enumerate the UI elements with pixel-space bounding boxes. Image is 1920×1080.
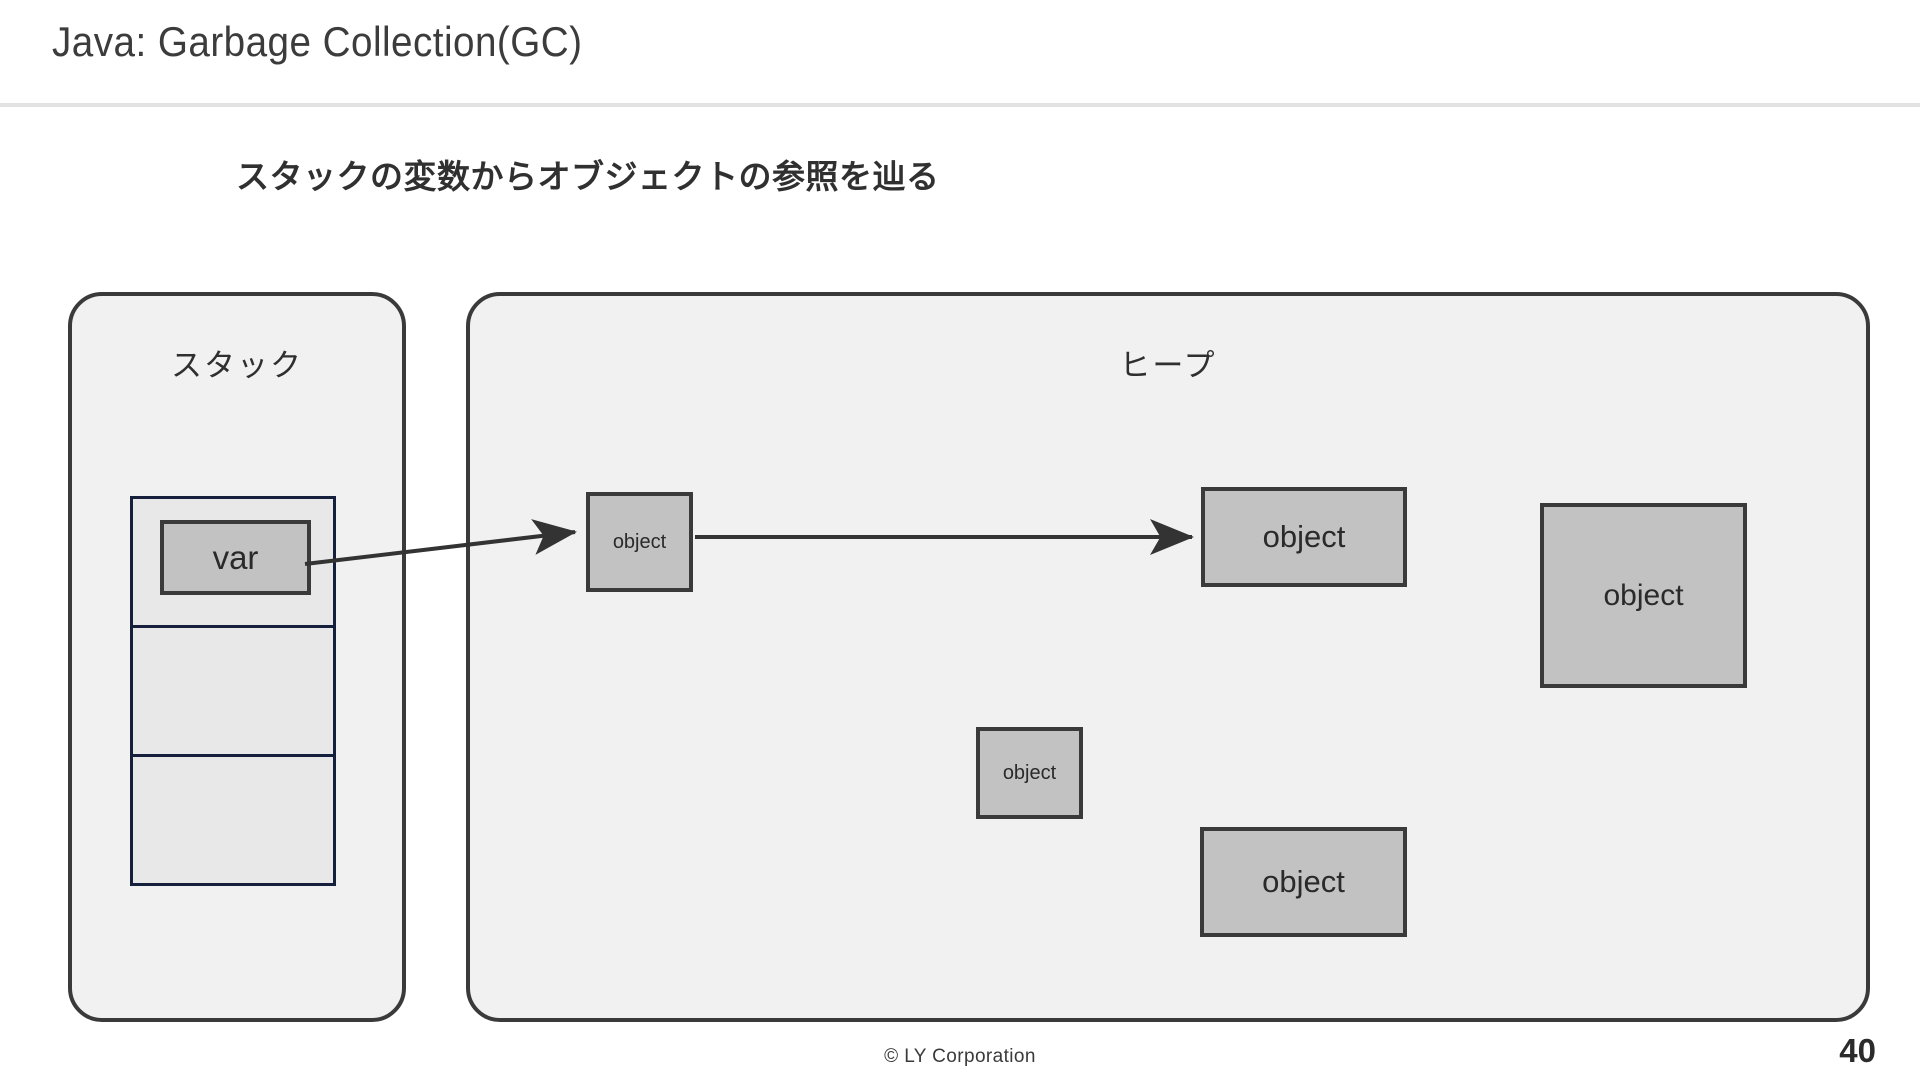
heap-object-c[interactable]: object [1540,503,1747,688]
stack-frame-slot-3 [133,757,333,883]
heap-object-b[interactable]: object [1201,487,1407,587]
footer-copyright: © LY Corporation [884,1046,1036,1067]
stack-frame-slot-2 [133,628,333,757]
stack-frame-slot-1: var [133,499,333,628]
slide-subtitle: スタックの変数からオブジェクトの参照を辿る [236,158,940,195]
heap-object-a[interactable]: object [586,492,693,592]
stack-frame-table: var [130,496,336,886]
stack-region-label: スタック [171,348,303,383]
heap-region-label: ヒープ [1119,348,1217,383]
page-title: Java: Garbage Collection(GC) [52,18,583,65]
stack-variable-var[interactable]: var [160,520,311,595]
heap-object-d[interactable]: object [976,727,1083,819]
page-number: 40 [1839,1032,1876,1069]
title-divider [0,103,1920,107]
heap-object-e[interactable]: object [1200,827,1407,937]
